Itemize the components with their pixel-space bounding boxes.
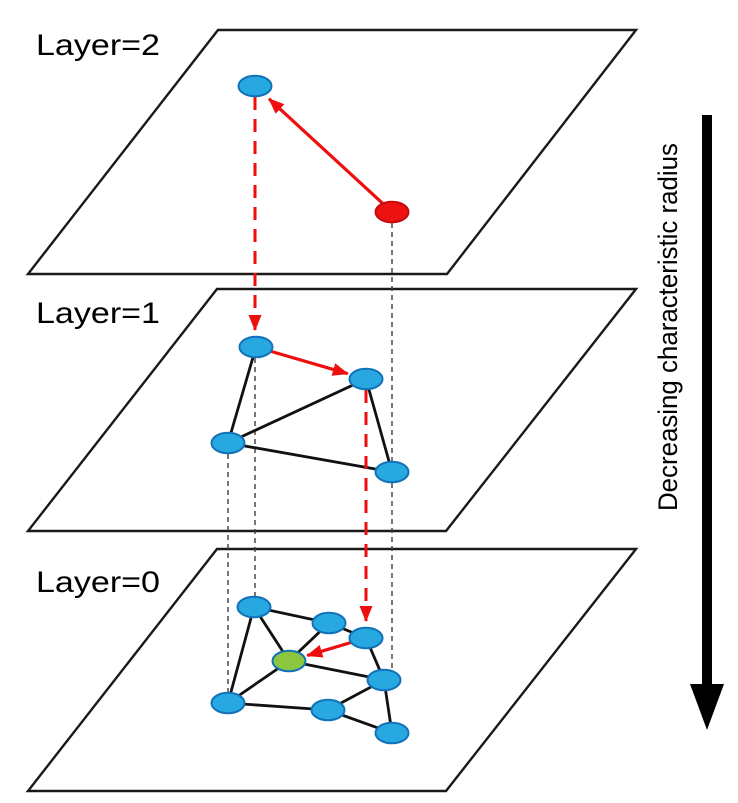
layer-outline	[25, 287, 639, 533]
graph-node	[210, 431, 246, 455]
layer-label: Layer=2	[36, 29, 160, 62]
layer-label: Layer=0	[36, 566, 160, 599]
graph-node	[374, 460, 410, 484]
graph-edge	[226, 377, 368, 445]
layer-outline	[25, 28, 639, 276]
graph-nodes-group	[210, 74, 410, 745]
search-arrow	[267, 97, 384, 205]
graph-node	[210, 691, 246, 715]
layer-label: Layer=1	[36, 297, 160, 330]
radius-axis-label: Decreasing characteristic radius	[653, 143, 683, 511]
graph-edge	[226, 605, 256, 705]
graph-node	[348, 626, 384, 650]
graph-node	[310, 698, 346, 722]
graph-node	[348, 367, 384, 391]
graph-edges-group	[226, 345, 394, 735]
side-indicator: Decreasing characteristic radius	[653, 115, 724, 730]
entry-node	[374, 200, 410, 224]
graph-node	[238, 335, 274, 359]
target-node	[271, 649, 307, 673]
search-arrows-group	[267, 97, 384, 658]
graph-node	[236, 595, 272, 619]
graph-node	[374, 721, 410, 745]
layer-outline	[25, 547, 639, 793]
radius-arrow-head	[690, 684, 724, 730]
search-arrow	[268, 349, 349, 376]
graph-edge	[364, 377, 394, 474]
graph-node	[237, 74, 273, 98]
graph-node	[311, 611, 347, 635]
projection-lines-group	[227, 223, 393, 692]
graph-node	[366, 668, 402, 692]
search-arrow	[306, 640, 355, 658]
graph-edge	[226, 345, 258, 445]
descent-arrows-group	[248, 97, 373, 622]
